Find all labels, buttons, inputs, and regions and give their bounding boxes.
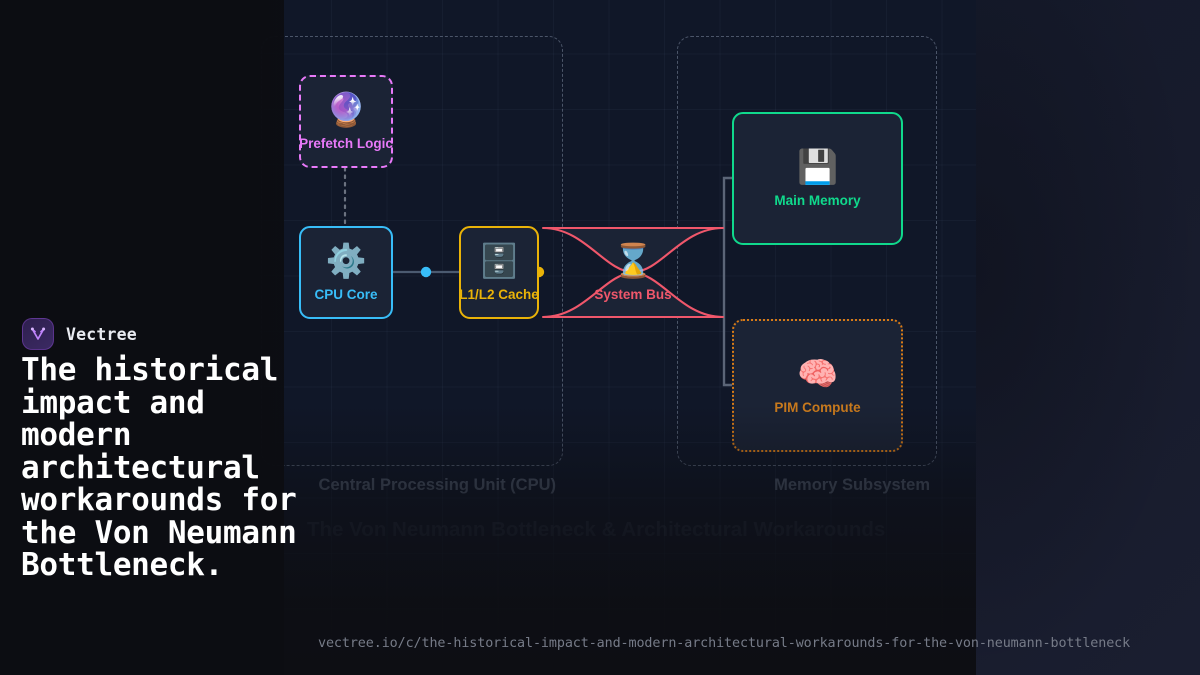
canvas-right-backdrop bbox=[976, 0, 1200, 675]
url-bar: vectree.io/c/the-historical-impact-and-m… bbox=[0, 613, 1200, 675]
node-l1-l2-cache[interactable]: 🗄️ L1/L2 Cache bbox=[459, 226, 539, 319]
node-pim-compute[interactable]: 🧠 PIM Compute bbox=[732, 319, 903, 452]
headline: The historical impact and modern archite… bbox=[21, 352, 297, 583]
brain-icon: 🧠 bbox=[796, 354, 839, 392]
node-cpu-core[interactable]: ⚙️ CPU Core bbox=[299, 226, 393, 319]
node-prefetch-logic-label: Prefetch Logic bbox=[299, 135, 393, 151]
brand-name: Vectree bbox=[66, 324, 137, 344]
node-cpu-core-label: CPU Core bbox=[314, 286, 378, 302]
gear-icon: ⚙️ bbox=[325, 241, 367, 279]
node-prefetch-logic[interactable]: 🔮 Prefetch Logic bbox=[299, 75, 393, 168]
node-system-bus[interactable]: ⌛ System Bus bbox=[541, 226, 725, 319]
node-l1-l2-cache-label: L1/L2 Cache bbox=[459, 286, 539, 302]
node-main-memory[interactable]: 💾 Main Memory bbox=[732, 112, 903, 245]
url-text[interactable]: vectree.io/c/the-historical-impact-and-m… bbox=[318, 636, 1131, 651]
node-pim-compute-label: PIM Compute bbox=[774, 399, 861, 415]
node-system-bus-label: System Bus bbox=[594, 286, 672, 302]
crystal-ball-icon: 🔮 bbox=[325, 90, 367, 128]
system-bus-bowtie-shape bbox=[541, 226, 725, 319]
diagram-title: The Von Neumann Bottleneck & Architectur… bbox=[307, 518, 886, 541]
left-text-panel: Vectree The historical impact and modern… bbox=[0, 0, 297, 675]
brand: Vectree bbox=[22, 318, 137, 350]
group-cpu-label: Central Processing Unit (CPU) bbox=[318, 476, 556, 494]
diagram-canvas[interactable]: Central Processing Unit (CPU) Memory Sub… bbox=[223, 0, 976, 675]
vectree-logo-glyph bbox=[30, 327, 46, 340]
hourglass-icon: ⌛ bbox=[612, 241, 654, 279]
canvas-right-shade bbox=[976, 0, 1200, 675]
floppy-disk-icon: 💾 bbox=[796, 147, 839, 185]
group-memory-label: Memory Subsystem bbox=[774, 476, 930, 494]
vectree-v-logo-icon bbox=[22, 318, 54, 350]
node-main-memory-label: Main Memory bbox=[774, 192, 861, 208]
file-cabinet-icon: 🗄️ bbox=[478, 241, 520, 279]
